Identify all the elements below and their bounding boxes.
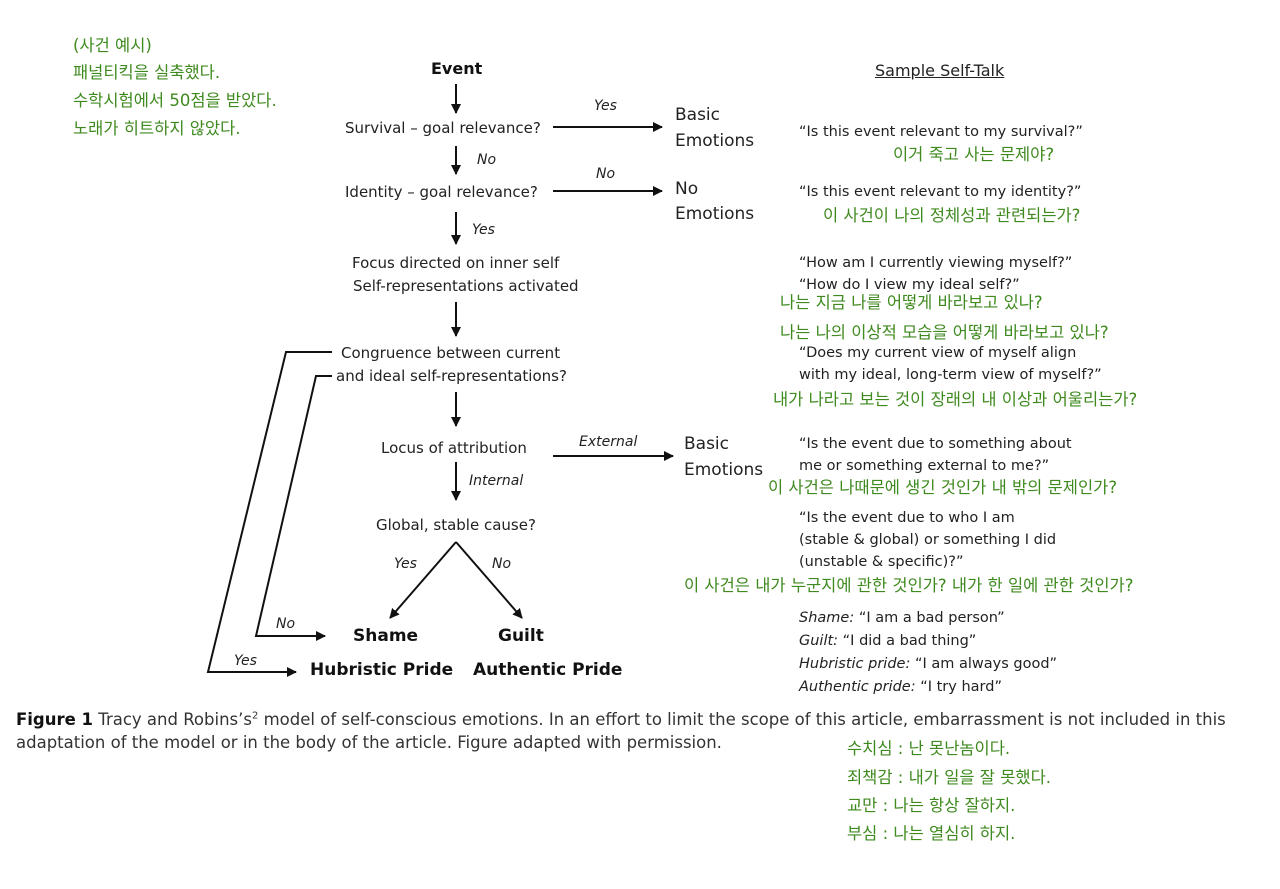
self-talk-shame-text: “I am a bad person” bbox=[854, 610, 1005, 626]
node-survival: Survival – goal relevance? bbox=[345, 119, 541, 137]
self-talk-header: Sample Self-Talk bbox=[875, 61, 1005, 80]
self-talk-guilt-text: “I did a bad thing” bbox=[838, 633, 977, 649]
self-talk-quote: “Does my current view of myself align bbox=[799, 345, 1077, 361]
self-talk-hubristic-label: Hubristic pride: bbox=[799, 656, 911, 672]
translation-shame: 수치심 : 난 못난놈이다. bbox=[847, 739, 1011, 758]
outcome-no-emotions-line1: No bbox=[675, 179, 699, 199]
caption-superscript: 2 bbox=[251, 710, 259, 722]
outcome-no-emotions-line2: Emotions bbox=[675, 204, 755, 224]
translation-hubris: 교만 : 나는 항상 잘하지. bbox=[847, 796, 1016, 815]
self-talk-quote: (stable & global) or something I did bbox=[799, 532, 1057, 548]
node-congruence-line2: and ideal self-representations? bbox=[336, 367, 567, 385]
self-talk-shame: Shame: “I am a bad person” bbox=[799, 610, 1005, 627]
edge-label-no: No bbox=[492, 556, 512, 572]
node-authentic-pride: Authentic Pride bbox=[473, 660, 623, 680]
edge-label-yes: Yes bbox=[594, 98, 617, 114]
self-talk-translation: 이 사건은 내가 누군지에 관한 것인가? 내가 한 일에 관한 것인가? bbox=[684, 576, 1134, 595]
example-note-line: 수학시험에서 50점을 받았다. bbox=[73, 91, 277, 110]
self-talk-shame-label: Shame: bbox=[799, 610, 855, 626]
arrow-global-shame bbox=[389, 541, 457, 619]
edge-label-no: No bbox=[276, 616, 296, 632]
self-talk-quote: “How am I currently viewing myself?” bbox=[799, 255, 1073, 271]
edge-label-internal: Internal bbox=[469, 473, 524, 489]
outcome-basic-emotions-line1: Basic bbox=[675, 105, 721, 125]
arrow-loop-yes bbox=[206, 351, 332, 677]
edge-label-no: No bbox=[596, 166, 616, 182]
figure-label: Figure 1 bbox=[16, 710, 94, 729]
self-talk-quote: “Is this event relevant to my identity?” bbox=[799, 184, 1082, 200]
example-note-title: (사건 예시) bbox=[73, 36, 152, 55]
self-talk-quote: me or something external to me?” bbox=[799, 458, 1050, 474]
self-talk-translation: 나는 지금 나를 어떻게 바라보고 있나? bbox=[780, 293, 1043, 312]
translation-guilt: 죄책감 : 내가 일을 잘 못했다. bbox=[847, 768, 1052, 787]
example-note-line: 노래가 히트하지 않았다. bbox=[73, 119, 241, 138]
node-hubristic-pride: Hubristic Pride bbox=[310, 660, 454, 680]
self-talk-hubristic: Hubristic pride: “I am always good” bbox=[799, 656, 1057, 673]
self-talk-hubristic-text: “I am always good” bbox=[910, 656, 1058, 672]
translation-pride: 부심 : 나는 열심히 하지. bbox=[847, 824, 1016, 843]
node-focus-line1: Focus directed on inner self bbox=[352, 254, 560, 272]
node-guilt: Guilt bbox=[498, 626, 544, 646]
caption-text-part1: Tracy and Robins’s bbox=[93, 710, 252, 729]
node-focus-line2: Self-representations activated bbox=[353, 277, 579, 295]
self-talk-quote: with my ideal, long-term view of myself?… bbox=[799, 367, 1102, 383]
self-talk-translation: 이 사건이 나의 정체성과 관련되는가? bbox=[823, 206, 1081, 225]
caption-text-part2: model of self-conscious emotions. In an … bbox=[16, 710, 1226, 753]
edge-label-yes: Yes bbox=[234, 653, 257, 669]
self-talk-guilt: Guilt: “I did a bad thing” bbox=[799, 633, 976, 650]
arrow-global-guilt bbox=[455, 541, 523, 619]
node-congruence-line1: Congruence between current bbox=[341, 344, 561, 362]
node-shame: Shame bbox=[353, 626, 419, 646]
self-talk-quote: (unstable & specific)?” bbox=[799, 554, 964, 570]
edge-label-external: External bbox=[579, 434, 638, 450]
figure-caption: Figure 1 Tracy and Robins’s2 model of se… bbox=[16, 708, 1266, 754]
self-talk-translation: 이 사건은 나때문에 생긴 것인가 내 밖의 문제인가? bbox=[768, 478, 1118, 497]
self-talk-authentic-label: Authentic pride: bbox=[799, 679, 916, 695]
self-talk-translation: 이거 죽고 사는 문제야? bbox=[893, 145, 1055, 164]
self-talk-guilt-label: Guilt: bbox=[799, 633, 839, 649]
node-identity: Identity – goal relevance? bbox=[345, 183, 538, 201]
self-talk-authentic: Authentic pride: “I try hard” bbox=[799, 679, 1002, 696]
outcome-basic-emotions-line2: Emotions bbox=[684, 460, 764, 480]
arrow-loop-no bbox=[254, 375, 332, 641]
node-event: Event bbox=[431, 59, 483, 78]
self-talk-authentic-text: “I try hard” bbox=[915, 679, 1002, 695]
edge-label-yes: Yes bbox=[472, 222, 495, 238]
self-talk-quote: “Is this event relevant to my survival?” bbox=[799, 124, 1083, 140]
self-talk-translation: 내가 나라고 보는 것이 장래의 내 이상과 어울리는가? bbox=[773, 390, 1138, 409]
outcome-basic-emotions-line2: Emotions bbox=[675, 131, 755, 151]
edge-label-yes: Yes bbox=[394, 556, 417, 572]
self-talk-quote: “How do I view my ideal self?” bbox=[799, 277, 1020, 293]
node-global: Global, stable cause? bbox=[376, 516, 536, 534]
example-note-line: 패널티킥을 실축했다. bbox=[73, 63, 221, 82]
edge-label-no: No bbox=[477, 152, 497, 168]
self-talk-quote: “Is the event due to something about bbox=[799, 436, 1072, 452]
self-talk-quote: “Is the event due to who I am bbox=[799, 510, 1015, 526]
self-talk-translation: 나는 나의 이상적 모습을 어떻게 바라보고 있나? bbox=[780, 323, 1109, 342]
outcome-basic-emotions-line1: Basic bbox=[684, 434, 730, 454]
node-locus: Locus of attribution bbox=[381, 439, 527, 457]
